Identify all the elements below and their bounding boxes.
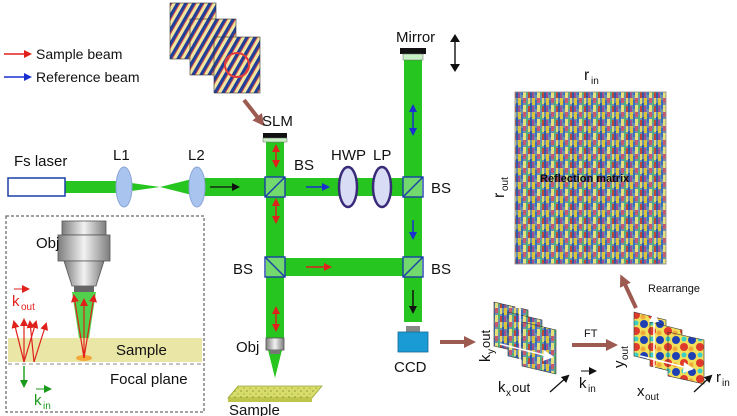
label-ft: FT [584, 328, 598, 340]
label-obj-main: Obj [236, 339, 259, 356]
beam-splitter-4 [402, 256, 424, 278]
svg-text:in: in [591, 76, 599, 87]
label-bs-1: BS [294, 157, 314, 174]
legend: Sample beam Reference beam [4, 46, 140, 85]
legend-sample-beam: Sample beam [36, 46, 122, 62]
svg-text:k: k [498, 379, 506, 396]
label-r-out-matrix: r out [491, 177, 511, 198]
label-l1: L1 [113, 147, 130, 164]
svg-text:k: k [34, 392, 42, 409]
label-reflection-matrix: Reflection matrix [540, 173, 630, 185]
beam-splitter-3 [402, 176, 424, 198]
mirror-translation-arrow [450, 34, 460, 72]
lens-l2 [188, 166, 206, 208]
slm-device [263, 133, 287, 138]
label-bs-2: BS [233, 261, 253, 278]
linear-polarizer [371, 165, 393, 209]
label-k-out: k out [12, 285, 35, 313]
svg-text:k: k [579, 375, 587, 392]
label-slm: SLM [262, 113, 293, 130]
label-focal-plane: Focal plane [110, 371, 188, 388]
svg-text:y: y [611, 360, 628, 368]
label-kx-out: k x out [498, 379, 530, 399]
svg-text:out: out [620, 346, 631, 360]
svg-text:out: out [478, 330, 493, 348]
svg-text:out: out [512, 380, 530, 395]
label-sample-inset: Sample [116, 342, 167, 359]
label-ky-out: k y out [477, 330, 497, 362]
label-lp: LP [373, 147, 391, 164]
lens-l1 [115, 166, 133, 208]
svg-text:y: y [486, 349, 497, 354]
label-k-in: k in [34, 385, 52, 412]
label-bs-4: BS [431, 261, 451, 278]
svg-text:x: x [506, 388, 511, 399]
label-y-out: y out [611, 346, 631, 368]
svg-text:r: r [491, 192, 508, 198]
svg-text:out: out [645, 392, 659, 403]
svg-text:in: in [43, 401, 51, 412]
ccd-camera-icon [397, 326, 429, 353]
slm-phase-patterns [169, 2, 261, 94]
beam-direction-arrows [272, 104, 417, 332]
k-space-images [493, 298, 557, 376]
label-l2: L2 [188, 147, 205, 164]
reference-mirror [400, 48, 426, 54]
real-space-images [633, 311, 705, 385]
label-obj-inset: Obj [36, 235, 59, 252]
label-rearrange: Rearrange [648, 283, 700, 295]
beam-splitter-1 [264, 176, 286, 198]
svg-text:out: out [21, 302, 35, 313]
objective-lens-icon [265, 337, 285, 354]
fs-laser-box [7, 177, 66, 197]
label-ccd: CCD [394, 359, 427, 376]
svg-text:k: k [12, 293, 20, 310]
svg-text:in: in [722, 378, 730, 389]
svg-text:r: r [716, 369, 721, 386]
label-bs-3: BS [431, 180, 451, 197]
half-wave-plate [337, 165, 359, 209]
label-fs-laser: Fs laser [14, 153, 67, 170]
label-r-in-matrix: r in [584, 67, 599, 87]
sample-slab [227, 385, 323, 399]
legend-reference-beam: Reference beam [36, 69, 140, 85]
svg-text:r: r [584, 67, 590, 84]
beam-splitter-2 [264, 256, 286, 278]
reflection-matrix: Reflection matrix [514, 91, 667, 265]
focus-inset [5, 215, 205, 413]
svg-text:x: x [637, 383, 645, 400]
svg-text:in: in [588, 384, 596, 395]
label-mirror: Mirror [396, 29, 435, 46]
label-x-out: x out [637, 383, 659, 403]
svg-text:out: out [500, 177, 511, 191]
slm-arrow [242, 98, 265, 127]
svg-text:k: k [477, 354, 494, 362]
rearrange-arrow [619, 274, 638, 309]
label-sample-main: Sample [229, 402, 280, 416]
label-hwp: HWP [331, 147, 366, 164]
label-r-in-stack: r in [693, 369, 730, 393]
label-k-in-stack: k in [549, 367, 597, 395]
